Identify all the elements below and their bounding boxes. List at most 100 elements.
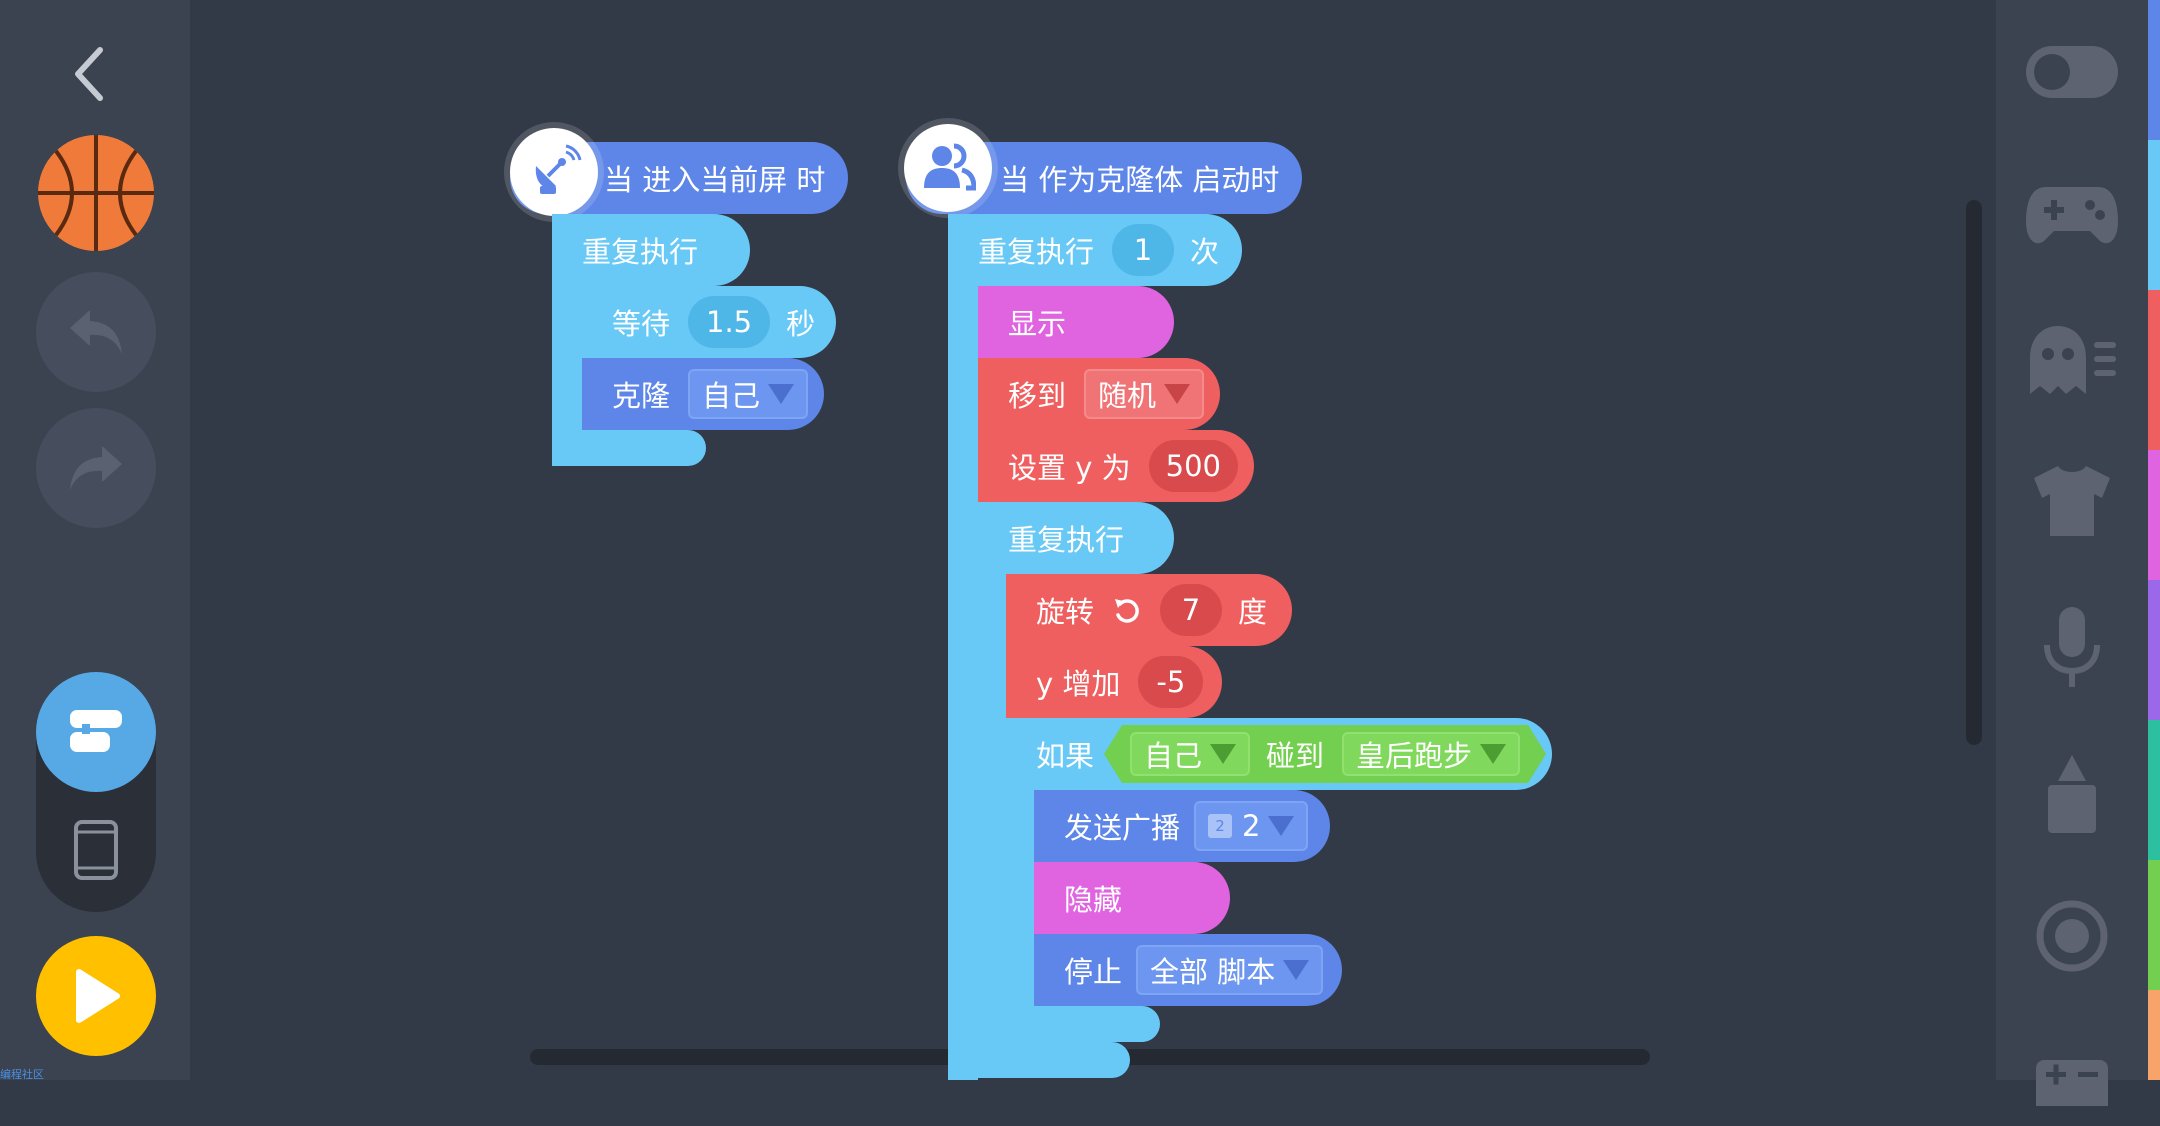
clone-label: 克隆 bbox=[612, 379, 671, 413]
set-y-block[interactable]: 设置 y 为 500 bbox=[978, 430, 1254, 502]
category-operators[interactable] bbox=[2024, 1030, 2120, 1126]
stripe-operators bbox=[2148, 990, 2160, 1080]
blocks-mode-button[interactable] bbox=[36, 672, 156, 792]
repeat-n-block[interactable]: 重复执行 1 次 bbox=[948, 214, 1242, 286]
wait-label: 等待 bbox=[612, 307, 671, 341]
category-control[interactable] bbox=[2024, 312, 2120, 408]
hide-block[interactable]: 隐藏 bbox=[1034, 862, 1230, 934]
repeat-forever-block[interactable]: 重复执行 bbox=[978, 502, 1174, 574]
stripe-pen bbox=[2148, 720, 2160, 860]
category-looks[interactable] bbox=[2024, 452, 2120, 548]
stop-block[interactable]: 停止 全部 脚本 bbox=[1034, 934, 1342, 1006]
toggle-icon bbox=[2026, 46, 2118, 98]
tablet-icon bbox=[74, 820, 118, 880]
clone-block[interactable]: 克隆 自己 bbox=[582, 358, 824, 430]
wait-block[interactable]: 等待 1.5 秒 bbox=[582, 286, 836, 358]
goto-target-dropdown[interactable]: 随机 bbox=[1084, 369, 1205, 419]
redo-button[interactable] bbox=[36, 408, 156, 528]
clone-users-icon bbox=[924, 143, 976, 191]
show-block[interactable]: 显示 bbox=[978, 286, 1174, 358]
touch-target-value: 自己 bbox=[1144, 739, 1203, 773]
back-button[interactable] bbox=[68, 44, 116, 104]
hide-label: 隐藏 bbox=[1064, 883, 1123, 917]
shirt-icon bbox=[2034, 466, 2110, 536]
touch-object-dropdown[interactable]: 皇后跑步 bbox=[1342, 732, 1520, 776]
goto-label: 移到 bbox=[1008, 379, 1067, 413]
set-y-label: 设置 y 为 bbox=[1008, 451, 1131, 485]
category-sound[interactable] bbox=[2024, 600, 2120, 696]
category-sensing[interactable] bbox=[2024, 888, 2120, 984]
microphone-icon bbox=[2044, 607, 2100, 687]
if-block[interactable]: 如果 自己 碰到 皇后跑步 bbox=[1006, 718, 1552, 790]
category-toggle[interactable] bbox=[2024, 24, 2120, 120]
touch-target-dropdown[interactable]: 自己 bbox=[1130, 732, 1250, 776]
wait-unit: 秒 bbox=[786, 307, 816, 341]
vertical-scrollbar[interactable] bbox=[1966, 200, 1982, 745]
broadcast-block[interactable]: 发送广播 2 2 bbox=[1034, 790, 1330, 862]
goto-block[interactable]: 移到 随机 bbox=[978, 358, 1220, 430]
undo-button[interactable] bbox=[36, 272, 156, 392]
show-label: 显示 bbox=[1008, 307, 1067, 341]
stage-mode-button[interactable] bbox=[66, 820, 126, 880]
target-icon bbox=[2036, 900, 2108, 972]
ghost-icon bbox=[2030, 326, 2116, 394]
dropdown-arrow-icon bbox=[1480, 744, 1506, 764]
broadcast-label: 发送广播 bbox=[1064, 811, 1181, 845]
touching-condition[interactable]: 自己 碰到 皇后跑步 bbox=[1104, 725, 1546, 783]
undo-icon bbox=[70, 310, 122, 354]
dropdown-arrow-icon bbox=[1283, 960, 1310, 980]
play-icon bbox=[76, 969, 120, 1023]
repeat-n-label: 重复执行 bbox=[978, 235, 1095, 269]
turn-label: 旋转 bbox=[1036, 595, 1095, 629]
wait-seconds-input[interactable]: 1.5 bbox=[688, 296, 771, 348]
hat-label: 当 进入当前屏 时 bbox=[604, 163, 826, 197]
repeat-count-input[interactable]: 1 bbox=[1112, 224, 1175, 276]
turn-block[interactable]: 旋转 7 度 bbox=[1006, 574, 1292, 646]
repeat-forever-block[interactable]: 重复执行 bbox=[552, 214, 750, 286]
stripe-motion bbox=[2148, 290, 2160, 450]
dropdown-arrow-icon bbox=[768, 384, 795, 404]
dropdown-arrow-icon bbox=[1210, 744, 1236, 764]
category-events[interactable] bbox=[2024, 168, 2120, 264]
change-y-input[interactable]: -5 bbox=[1138, 656, 1204, 708]
stripe-sound bbox=[2148, 580, 2160, 720]
repeat-forever-arm bbox=[978, 574, 1008, 1008]
repeat-forever-arm bbox=[552, 286, 582, 430]
clone-target-value: 自己 bbox=[702, 379, 761, 413]
code-blocks-icon bbox=[70, 710, 122, 752]
gamepad-icon bbox=[2026, 187, 2118, 244]
stop-option-dropdown[interactable]: 全部 脚本 bbox=[1136, 945, 1324, 995]
satellite-icon bbox=[535, 144, 582, 194]
redo-icon bbox=[70, 446, 122, 490]
marker-icon bbox=[2048, 755, 2096, 833]
basketball-icon bbox=[38, 135, 154, 251]
repeat-forever-bottom bbox=[978, 1006, 1160, 1042]
touch-object-value: 皇后跑步 bbox=[1356, 739, 1473, 773]
change-y-block[interactable]: y 增加 -5 bbox=[1006, 646, 1222, 718]
if-label: 如果 bbox=[1036, 739, 1095, 773]
turn-unit: 度 bbox=[1238, 595, 1268, 629]
hat-label: 当 作为克隆体 启动时 bbox=[1000, 163, 1280, 197]
sprite-avatar[interactable] bbox=[36, 133, 156, 253]
dropdown-arrow-icon bbox=[1268, 816, 1295, 836]
set-y-input[interactable]: 500 bbox=[1148, 440, 1238, 492]
message-badge-icon: 2 bbox=[1208, 814, 1233, 838]
clone-target-dropdown[interactable]: 自己 bbox=[688, 369, 809, 419]
watermark-text: 编程社区 bbox=[0, 1068, 44, 1081]
repeat-n-arm bbox=[948, 286, 978, 1080]
play-button[interactable] bbox=[36, 936, 156, 1056]
repeat-n-bottom bbox=[948, 1042, 1130, 1078]
repeat-forever-bottom bbox=[552, 430, 706, 466]
stripe-control bbox=[2148, 140, 2160, 290]
chevron-left-icon bbox=[75, 47, 103, 101]
broadcast-message-dropdown[interactable]: 2 2 bbox=[1194, 801, 1309, 851]
repeat-label: 重复执行 bbox=[582, 235, 699, 269]
category-pen[interactable] bbox=[2024, 746, 2120, 842]
plus-minus-icon bbox=[2036, 1060, 2108, 1106]
stripe-looks bbox=[2148, 450, 2160, 580]
if-arm bbox=[1006, 790, 1036, 1006]
change-y-label: y 增加 bbox=[1036, 667, 1121, 701]
turn-degrees-input[interactable]: 7 bbox=[1160, 584, 1223, 636]
category-palette bbox=[1996, 0, 2160, 1080]
broadcast-message-value: 2 bbox=[1242, 809, 1261, 843]
